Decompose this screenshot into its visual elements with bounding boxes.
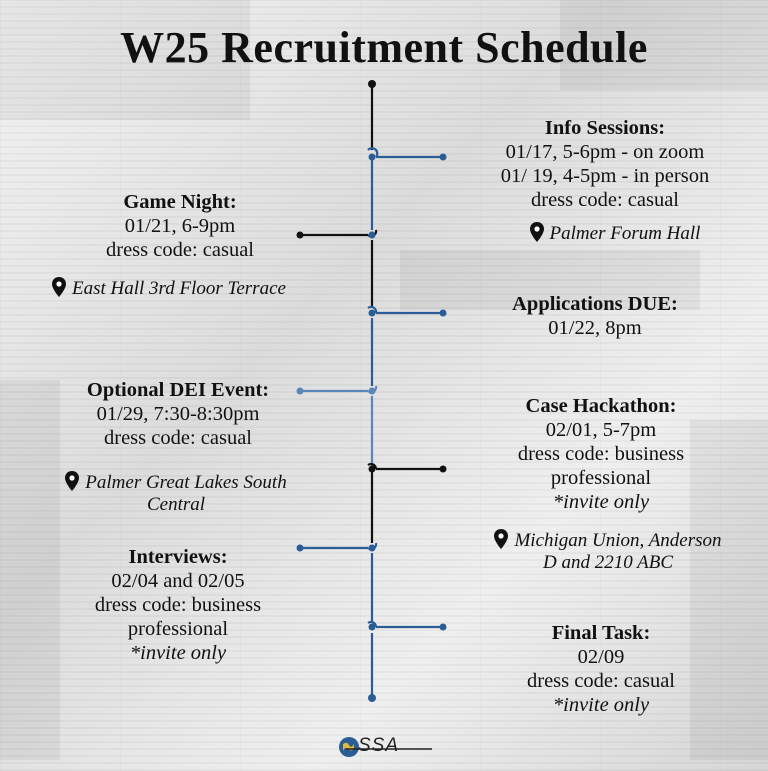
event-heading: Game Night: bbox=[123, 191, 237, 213]
timeline-dot bbox=[368, 153, 376, 161]
timeline-dot bbox=[368, 231, 376, 239]
event-detail: 01/17, 5-6pm - on zoom bbox=[505, 141, 705, 163]
timeline-dot bbox=[368, 80, 376, 88]
location-text: East Hall 3rd Floor Terrace bbox=[72, 278, 286, 299]
timeline-dot bbox=[368, 544, 376, 552]
logo-text: SSA bbox=[358, 735, 400, 756]
location-line: Michigan Union, Anderson bbox=[468, 529, 748, 552]
location-text: D and 2210 ABC bbox=[542, 552, 673, 573]
event-applications-due: Applications DUE: 01/22, 8pm bbox=[470, 292, 720, 340]
event-detail: professional bbox=[550, 467, 652, 489]
location-text: Central bbox=[146, 494, 206, 515]
map-pin-icon bbox=[65, 471, 80, 491]
event-detail: 02/04 and 02/05 bbox=[111, 570, 245, 592]
timeline-dot bbox=[296, 387, 304, 395]
junction-curve bbox=[367, 147, 379, 158]
invite-only-note: *invite only bbox=[129, 642, 227, 664]
junction-curve bbox=[367, 305, 378, 314]
event-detail: 01/21, 6-9pm bbox=[124, 215, 236, 237]
invite-only-note: *invite only bbox=[552, 694, 650, 716]
timeline-dot bbox=[439, 623, 447, 631]
event-detail: 01/29, 7:30-8:30pm bbox=[96, 403, 260, 425]
event-detail: 02/01, 5-7pm bbox=[545, 419, 657, 441]
event-heading: Info Sessions: bbox=[544, 117, 666, 139]
event-heading: Applications DUE: bbox=[512, 293, 678, 315]
map-pin-icon bbox=[494, 529, 509, 549]
timeline-dot bbox=[368, 694, 376, 702]
event-detail: dress code: business bbox=[517, 443, 685, 465]
event-info-sessions: Info Sessions: 01/17, 5-6pm - on zoom 01… bbox=[460, 116, 750, 212]
page-title: W25 Recruitment Schedule bbox=[120, 23, 648, 72]
map-pin-icon bbox=[529, 222, 544, 242]
event-heading: Case Hackathon: bbox=[525, 395, 677, 417]
map-pin-icon bbox=[52, 277, 66, 297]
ssa-logo: SSA bbox=[338, 733, 438, 761]
timeline-dot bbox=[368, 623, 376, 631]
event-detail: dress code: casual bbox=[106, 239, 254, 261]
event-detail: 01/ 19, 4-5pm - in person bbox=[500, 165, 710, 187]
timeline-dot bbox=[368, 309, 376, 317]
timeline-dot bbox=[439, 153, 447, 161]
event-heading: Interviews: bbox=[128, 546, 228, 568]
location-text: Palmer Forum Hall bbox=[549, 223, 701, 244]
event-heading: Final Task: bbox=[551, 622, 651, 644]
timeline-dot bbox=[296, 231, 304, 239]
location-line: Palmer Great Lakes South bbox=[36, 471, 316, 494]
event-final-task: Final Task: 02/09 dress code: casual *in… bbox=[476, 621, 726, 717]
event-location-info: Palmer Forum Hall bbox=[490, 222, 740, 245]
location-text: Palmer Great Lakes South bbox=[85, 472, 287, 493]
event-detail: dress code: business bbox=[94, 594, 262, 616]
event-detail: dress code: casual bbox=[531, 189, 679, 211]
event-location-game: East Hall 3rd Floor Terrace bbox=[52, 277, 342, 300]
event-case-hackathon: Case Hackathon: 02/01, 5-7pm dress code:… bbox=[476, 394, 726, 514]
event-detail: dress code: casual bbox=[104, 427, 252, 449]
event-detail: dress code: casual bbox=[527, 670, 675, 692]
event-heading: Optional DEI Event: bbox=[86, 379, 270, 401]
timeline-dot bbox=[368, 465, 376, 473]
timeline-dot bbox=[296, 544, 304, 552]
timeline-dot bbox=[368, 387, 376, 395]
timeline-dot bbox=[439, 309, 447, 317]
timeline-dot bbox=[439, 465, 447, 473]
event-location-dei: Palmer Great Lakes South Central bbox=[36, 471, 316, 516]
location-text: Michigan Union, Anderson bbox=[514, 530, 722, 551]
event-dei: Optional DEI Event: 01/29, 7:30-8:30pm d… bbox=[50, 378, 306, 450]
event-detail: 02/09 bbox=[577, 646, 625, 668]
event-detail: 01/22, 8pm bbox=[548, 317, 642, 339]
junction-curve bbox=[367, 462, 378, 470]
invite-only-note: *invite only bbox=[552, 491, 650, 513]
event-game-night: Game Night: 01/21, 6-9pm dress code: cas… bbox=[60, 190, 300, 262]
event-detail: professional bbox=[127, 618, 229, 640]
junction-curve bbox=[367, 620, 378, 628]
logo-underline bbox=[346, 748, 432, 750]
event-interviews: Interviews: 02/04 and 02/05 dress code: … bbox=[56, 545, 300, 665]
event-location-case: Michigan Union, Anderson D and 2210 ABC bbox=[468, 529, 748, 574]
